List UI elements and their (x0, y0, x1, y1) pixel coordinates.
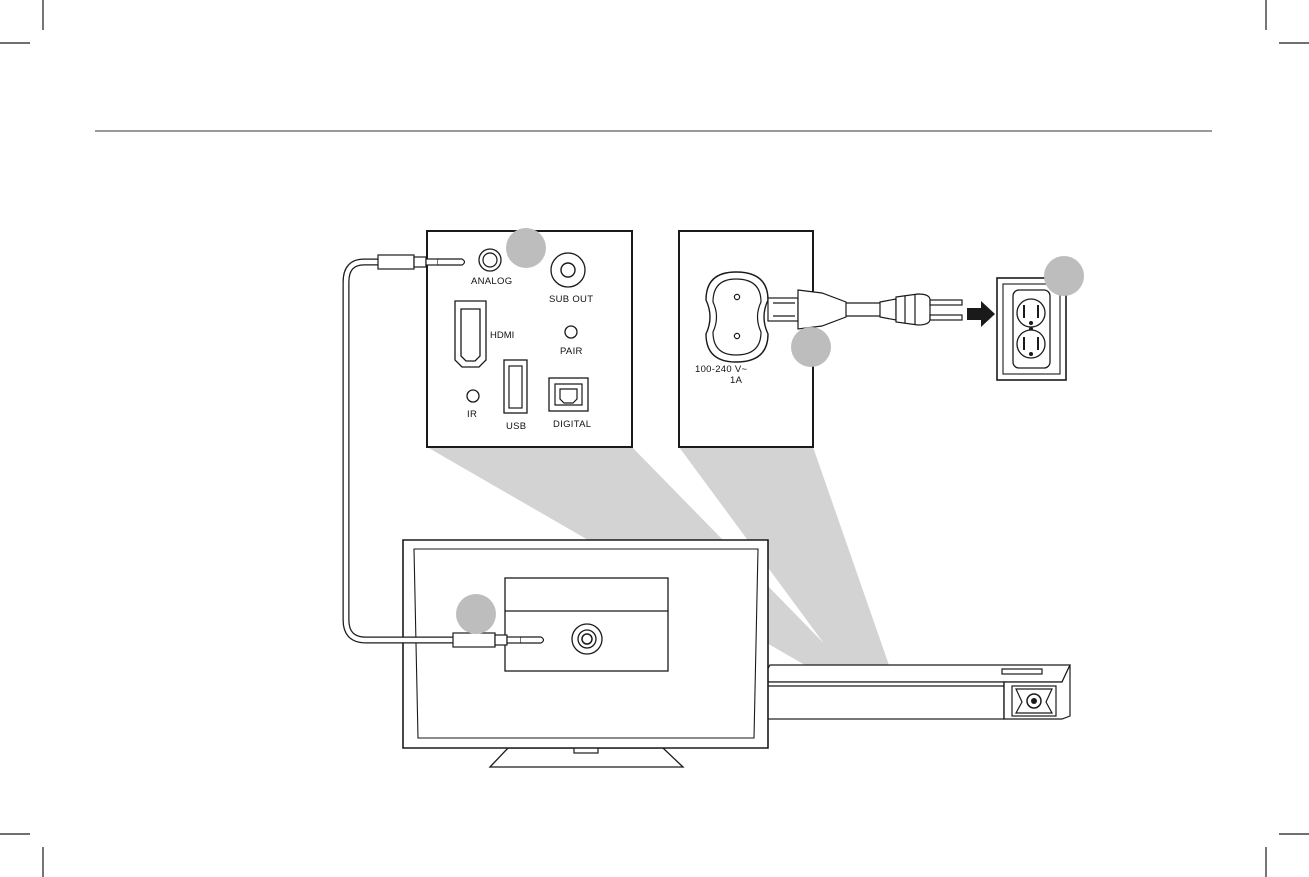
hdmi-label: HDMI (490, 330, 514, 341)
sub-out-label: SUB OUT (549, 294, 593, 305)
digital-label: DIGITAL (553, 419, 591, 430)
hdmi-port-icon (455, 301, 486, 367)
tv (403, 540, 768, 767)
plug-prong-top (930, 300, 962, 305)
plug-prong-bottom (930, 315, 962, 320)
soundbar (760, 665, 1070, 719)
pair-label: PAIR (560, 346, 583, 357)
callout-marker-outlet (1044, 256, 1084, 296)
callout-marker-tv-audio (456, 594, 496, 634)
callout-marker-power-cord (791, 327, 831, 367)
current-label: 1A (730, 375, 743, 386)
usb-label: USB (506, 421, 526, 432)
callout-marker-analog (506, 228, 546, 268)
voltage-label: 100-240 V~ (695, 364, 748, 375)
arrow-icon (967, 301, 995, 327)
analog-label: ANALOG (471, 276, 512, 287)
ir-label: IR (467, 409, 477, 420)
pair-button-icon (565, 326, 577, 338)
ir-sensor-icon (467, 390, 479, 402)
